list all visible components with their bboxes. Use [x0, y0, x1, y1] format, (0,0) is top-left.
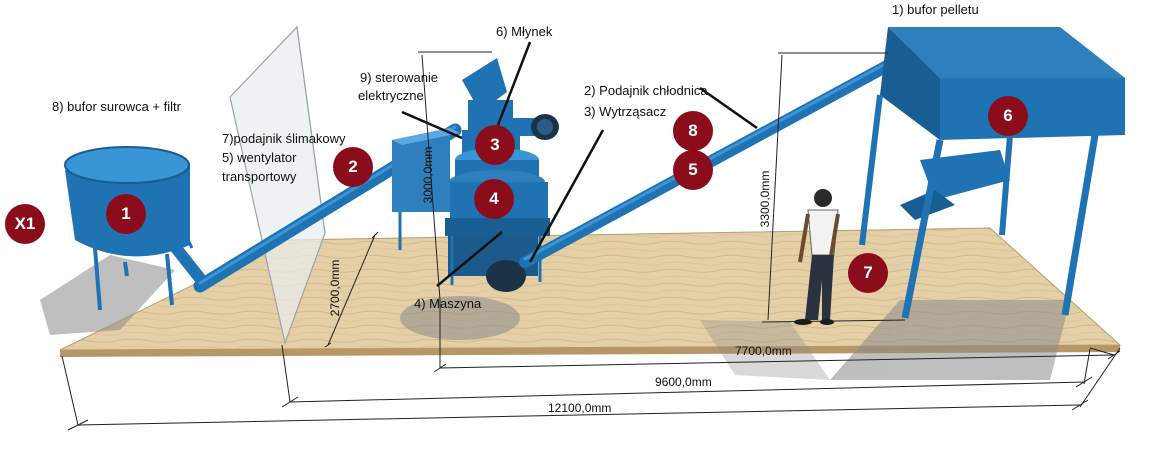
label-fan-line2: transportowy: [222, 169, 297, 184]
label-control-line2: elektryczne: [358, 88, 424, 103]
person-figure: [794, 189, 840, 325]
cooler-conveyor-pipe: [519, 34, 941, 268]
dimension-2700: 2700,0mm: [328, 259, 342, 317]
label-fan: 5) wentylator: [222, 150, 297, 165]
label-feeder-cooler: 2) Podajnik chłodnica: [584, 83, 708, 98]
dimension-12100: 12100,0mm: [548, 401, 612, 415]
shadows: [40, 255, 1070, 380]
label-shaker: 3) Wytrząsacz: [584, 104, 667, 119]
dimension-9600: 9600,0mm: [655, 375, 712, 389]
badge-5: 5: [673, 150, 713, 190]
dimension-lines: [61, 51, 1121, 431]
badge-x1: X1: [5, 204, 45, 244]
control-cabinet: [392, 128, 460, 250]
label-machine: 4) Maszyna: [414, 296, 482, 311]
dimension-3000: 3000,0mm: [421, 146, 435, 204]
label-control: 9) sterowanie: [360, 70, 439, 85]
raw-material-tank: [64, 146, 212, 311]
transparent-wall: [229, 25, 326, 346]
badge-4: 4: [474, 179, 514, 219]
dimension-3300: 3300,0mm: [758, 170, 772, 228]
badge-3: 3: [475, 125, 515, 165]
badge-2: 2: [333, 147, 373, 187]
badge-7: 7: [848, 253, 888, 293]
dimension-7700: 7700,0mm: [735, 344, 792, 358]
label-screw-feeder: 7)podajnik ślimakowy: [222, 131, 346, 146]
pellet-machine: [445, 148, 550, 292]
label-raw-buffer: 8) bufor surowca + filtr: [52, 99, 181, 114]
badge-8: 8: [673, 111, 713, 151]
pellet-buffer-hopper: [859, 27, 1125, 319]
label-mill: 6) Młynek: [496, 24, 553, 39]
badge-6: 6: [988, 96, 1028, 136]
label-pellet-buffer: 1) bufor pelletu: [892, 2, 979, 17]
badge-1: 1: [106, 194, 146, 234]
leader-lines: [401, 41, 758, 287]
